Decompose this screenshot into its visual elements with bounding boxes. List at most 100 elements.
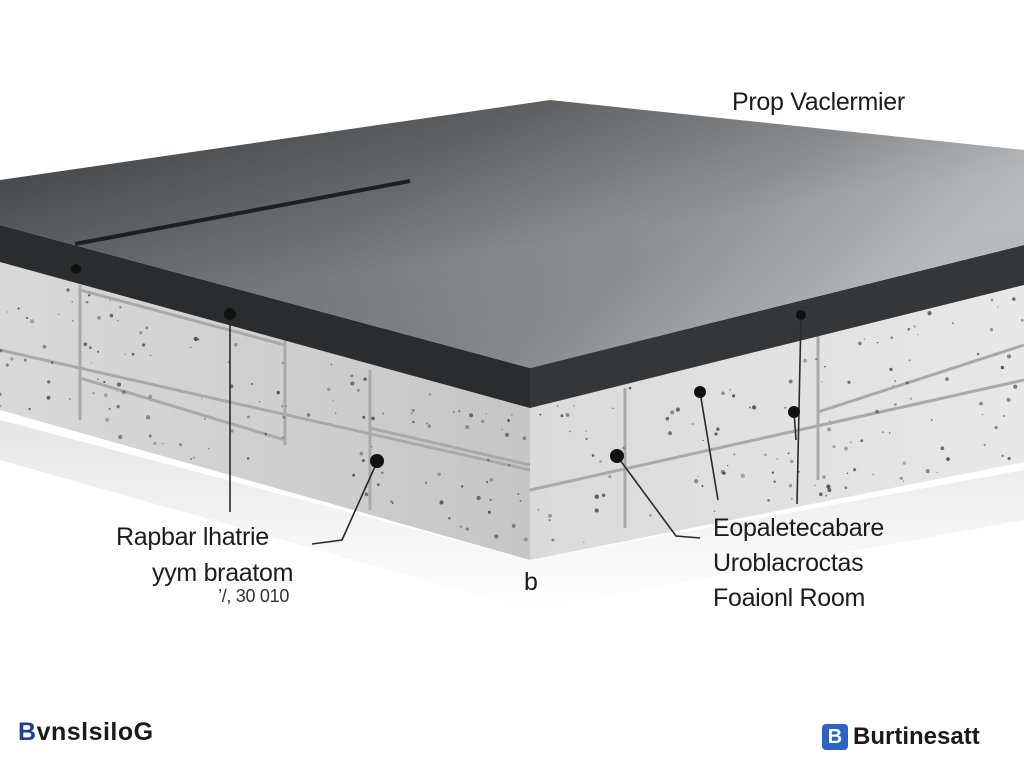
speckle	[381, 471, 384, 475]
speckle	[371, 416, 375, 421]
speckle	[258, 400, 261, 403]
speckle	[569, 430, 571, 433]
speckle	[539, 413, 542, 416]
speckle	[697, 475, 699, 477]
speckle	[788, 483, 793, 488]
speckle	[230, 429, 234, 433]
speckle	[843, 446, 849, 451]
speckle	[153, 441, 157, 446]
speckle	[733, 453, 736, 456]
speckle	[936, 471, 938, 474]
marker-dot	[71, 264, 81, 274]
speckle	[46, 395, 51, 400]
speckle	[585, 430, 587, 432]
speckle	[832, 445, 836, 449]
speckle	[927, 311, 932, 316]
speckle	[548, 519, 551, 521]
speckle	[203, 417, 206, 420]
speckle	[852, 468, 857, 472]
speckle	[486, 480, 489, 484]
speckle	[501, 428, 503, 431]
speckle	[131, 352, 135, 356]
speckle	[207, 447, 210, 450]
speckle	[411, 408, 415, 413]
speckle	[145, 415, 151, 420]
speckle	[227, 361, 230, 364]
speckle	[145, 326, 149, 330]
label-mid: b	[524, 568, 538, 596]
speckle	[109, 299, 112, 302]
speckle	[119, 306, 122, 309]
slab-edge-right	[530, 245, 1024, 408]
speckle	[377, 483, 380, 486]
speckle	[537, 509, 540, 511]
logo-left-wordmark: vnslsiloG	[36, 718, 154, 746]
speckle	[504, 432, 510, 438]
speckle	[876, 341, 879, 344]
speckle	[190, 458, 193, 460]
speckle	[771, 471, 775, 474]
speckle	[894, 380, 896, 382]
marker-dot	[788, 406, 800, 418]
label-left-line-3: ’/, 30 010	[218, 586, 290, 606]
speckle	[791, 497, 793, 500]
logo-right-wordmark: Burtinesatt	[853, 723, 980, 750]
speckle	[670, 410, 675, 415]
speckle	[361, 459, 365, 463]
speckle	[118, 434, 123, 440]
speckle	[439, 500, 444, 505]
speckle	[675, 407, 680, 412]
speckle	[116, 390, 118, 393]
marker-dot	[370, 454, 384, 468]
speckle	[139, 331, 143, 335]
speckle	[469, 413, 474, 418]
concrete-right-face	[530, 285, 1024, 560]
speckle	[701, 484, 704, 487]
speckle	[628, 386, 632, 390]
speckle	[0, 348, 3, 353]
speckle	[902, 480, 905, 482]
speckle	[824, 365, 826, 368]
speckle	[608, 475, 612, 479]
speckle	[109, 313, 114, 318]
label-top: Prop Vaclermier	[732, 88, 905, 116]
speckle	[945, 377, 949, 382]
speckle	[97, 378, 99, 381]
speckle	[391, 502, 394, 504]
slab-edge-left	[0, 225, 530, 408]
speckle	[749, 406, 751, 409]
label-right-line-2: Uroblacroctas	[713, 549, 864, 577]
speckle	[875, 409, 879, 414]
speckle	[190, 346, 192, 348]
speckle	[105, 417, 110, 422]
speckle	[732, 394, 736, 398]
speckle	[69, 398, 71, 400]
speckle	[42, 344, 47, 349]
block-joints-right	[529, 318, 1024, 528]
speckle	[5, 363, 9, 367]
speckle	[881, 431, 885, 434]
speckle	[332, 400, 334, 402]
speckle	[925, 469, 930, 474]
brand-logo-left: BvnslsiloG	[18, 718, 154, 747]
speckle	[789, 459, 794, 464]
speckle	[767, 499, 770, 502]
speckle	[83, 342, 88, 347]
speckle	[773, 480, 776, 483]
marker-dot	[694, 386, 706, 398]
speckle	[601, 493, 606, 498]
speckle	[23, 358, 27, 362]
speckle	[814, 357, 818, 361]
label-right-line-3: Foaionl Room	[713, 584, 866, 612]
speckle	[716, 427, 720, 431]
speckle	[844, 486, 848, 490]
speckle	[1002, 414, 1006, 417]
speckle	[763, 453, 767, 457]
speckle	[90, 362, 93, 364]
speckle	[485, 413, 487, 415]
speckle	[357, 388, 360, 392]
speckle	[108, 407, 111, 411]
speckle	[872, 473, 874, 476]
speckle	[276, 390, 280, 395]
